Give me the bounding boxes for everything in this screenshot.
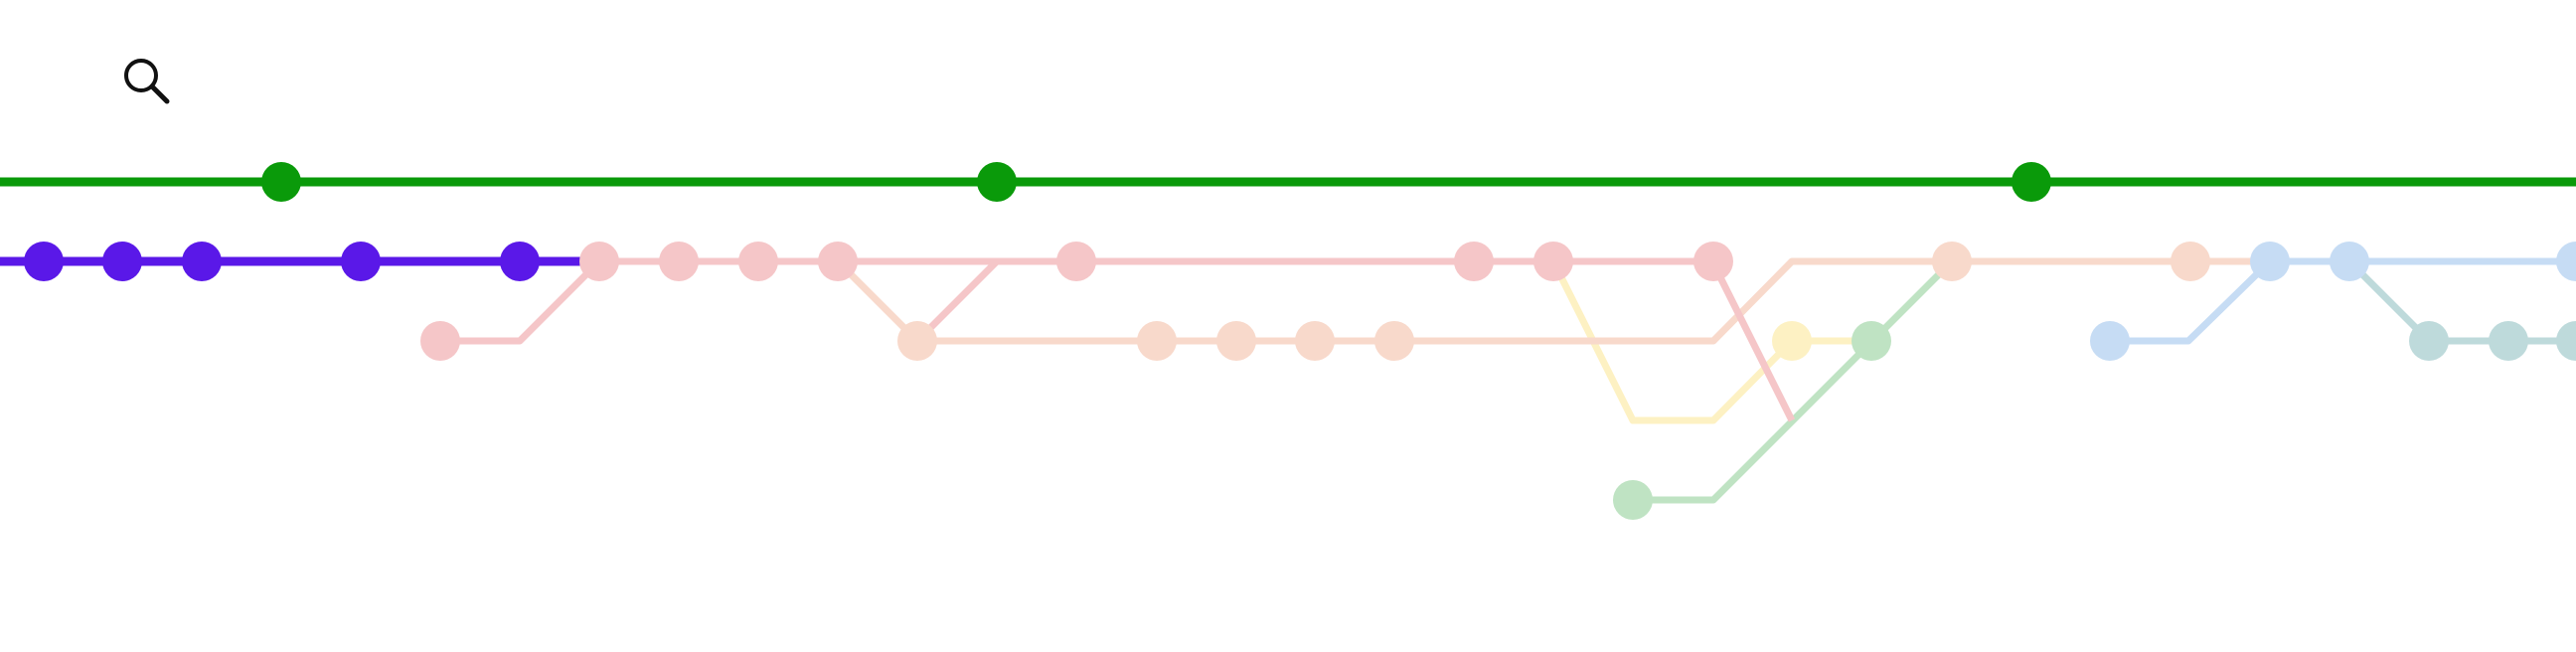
station-pink-branch[interactable] [420, 321, 460, 361]
station-pink-2[interactable] [659, 242, 699, 281]
station-sky-3[interactable] [2330, 242, 2369, 281]
station-pink-7[interactable] [1533, 242, 1573, 281]
station-green-2[interactable] [977, 162, 1017, 202]
station-pink-4[interactable] [818, 242, 858, 281]
station-teal-1[interactable] [2409, 321, 2449, 361]
station-violet-5[interactable] [500, 242, 540, 281]
line-sky-branch [2110, 258, 2273, 345]
station-violet-3[interactable] [182, 242, 222, 281]
station-yellow[interactable] [1772, 321, 1812, 361]
station-peach-4[interactable] [1295, 321, 1335, 361]
station-sky-2[interactable] [2250, 242, 2290, 281]
search-icon [124, 59, 170, 104]
station-peach-upper-2[interactable] [2171, 242, 2210, 281]
station-green-3[interactable] [2012, 162, 2051, 202]
station-green-1[interactable] [261, 162, 301, 202]
station-peach-3[interactable] [1216, 321, 1256, 361]
line-teal [2346, 258, 2576, 345]
station-pink-1[interactable] [579, 242, 619, 281]
station-teal-3[interactable] [2556, 321, 2576, 361]
line-yellow [1549, 259, 1871, 424]
station-mint-2[interactable] [1613, 480, 1653, 520]
station-mint-1[interactable] [1852, 321, 1891, 361]
station-violet-2[interactable] [102, 242, 142, 281]
line-mint [1632, 257, 2228, 504]
station-peach-upper-1[interactable] [1932, 242, 1972, 281]
station-peach-1[interactable] [897, 321, 937, 361]
station-peach-5[interactable] [1374, 321, 1414, 361]
station-sky-4[interactable] [2556, 242, 2576, 281]
station-pink-3[interactable] [738, 242, 778, 281]
search-button[interactable] [117, 52, 173, 107]
station-violet-1[interactable] [24, 242, 64, 281]
station-teal-2[interactable] [2489, 321, 2528, 361]
station-peach-2[interactable] [1137, 321, 1177, 361]
station-pink-6[interactable] [1454, 242, 1494, 281]
station-pink-8[interactable] [1693, 242, 1733, 281]
station-sky-1[interactable] [2090, 321, 2130, 361]
station-pink-5[interactable] [1056, 242, 1096, 281]
station-violet-4[interactable] [341, 242, 381, 281]
